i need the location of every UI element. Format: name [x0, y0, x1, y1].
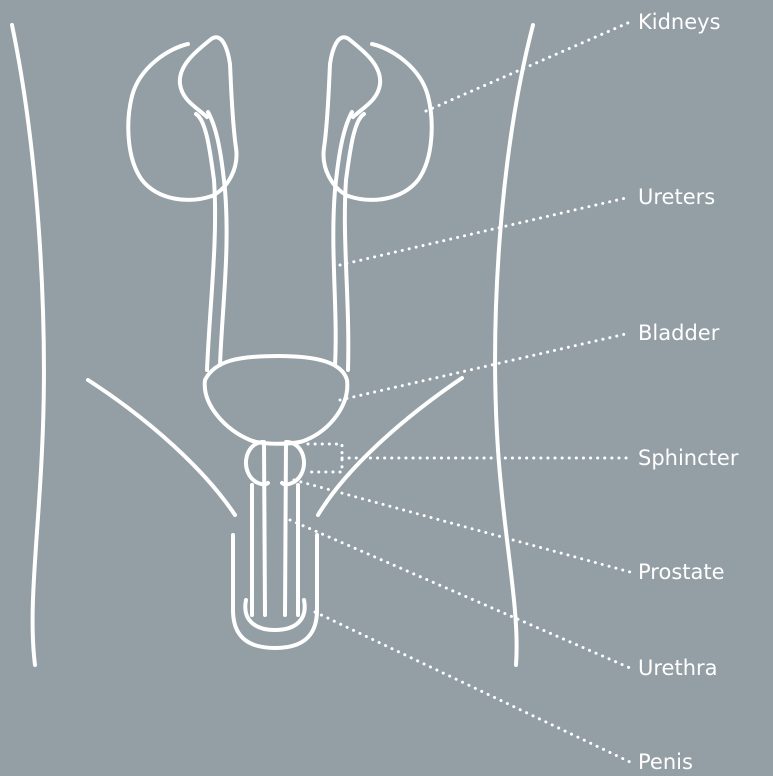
body-outline-right [495, 25, 533, 665]
urethra-right [285, 442, 286, 615]
label-prostate: Prostate [638, 562, 725, 583]
groin-line-left [88, 380, 235, 515]
leader-bladder [340, 333, 630, 400]
label-ureters: Ureters [638, 187, 715, 208]
leader-prostate [294, 480, 630, 572]
label-urethra: Urethra [638, 658, 718, 679]
label-sphincter: Sphincter [638, 448, 738, 469]
leader-sphincter-box [308, 444, 342, 472]
leader-kidneys [426, 22, 630, 111]
leader-penis [315, 612, 630, 762]
kidney-left [128, 37, 236, 200]
groin-line-right [318, 378, 462, 515]
urethra-left [264, 442, 265, 615]
body-outline-left [12, 25, 44, 665]
label-bladder: Bladder [638, 323, 719, 344]
penis-glans [245, 600, 304, 630]
kidney-right [324, 37, 432, 200]
ureter-left-outer [196, 114, 215, 370]
ureter-right-outer [345, 114, 364, 370]
label-kidneys: Kidneys [638, 12, 721, 33]
label-penis: Penis [638, 752, 693, 773]
leader-ureters [340, 197, 630, 265]
leader-urethra [290, 520, 630, 668]
bladder [205, 356, 348, 444]
